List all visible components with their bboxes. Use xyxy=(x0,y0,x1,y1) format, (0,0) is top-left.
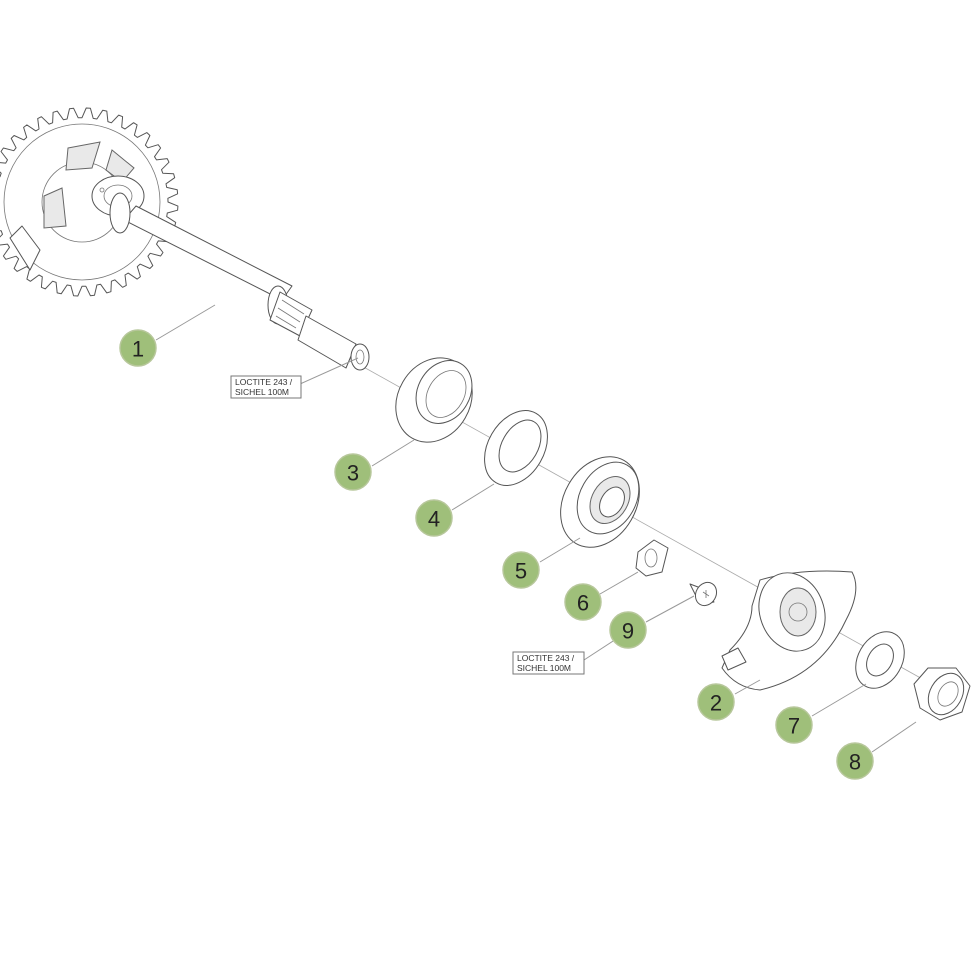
callout-5: 5 xyxy=(502,551,540,589)
gear-teeth-outline xyxy=(0,107,179,297)
callout-label: 9 xyxy=(622,619,634,644)
part-6-tab-washer xyxy=(635,539,669,577)
callout-4: 4 xyxy=(415,499,453,537)
callout-label: 3 xyxy=(347,461,359,486)
note-line1: LOCTITE 243 / xyxy=(517,653,575,663)
part-3-bushing xyxy=(395,357,473,443)
note-line2: SICHEL 100M xyxy=(517,663,571,673)
note-line2: SICHEL 100M xyxy=(235,387,289,397)
part-4-seal-ring xyxy=(484,410,548,486)
callout-label: 6 xyxy=(577,591,589,616)
callout-9: 9 xyxy=(609,611,647,649)
callout-bubble xyxy=(502,551,540,589)
callout-1: 1 xyxy=(119,329,157,367)
callout-3: 3 xyxy=(334,453,372,491)
callout-label: 7 xyxy=(788,714,800,739)
callout-bubble xyxy=(697,683,735,721)
gear xyxy=(0,107,179,297)
callout-bubble xyxy=(415,499,453,537)
callout-label: 2 xyxy=(710,691,722,716)
part-2-lever xyxy=(721,570,857,691)
loctite-note-shaft: LOCTITE 243 / SICHEL 100M xyxy=(230,375,302,399)
callout-7: 7 xyxy=(775,706,813,744)
callout-bubble xyxy=(775,706,813,744)
callout-label: 1 xyxy=(132,337,144,362)
loctite-note-screw: LOCTITE 243 / SICHEL 100M xyxy=(512,651,585,675)
note-line1: LOCTITE 243 / xyxy=(235,377,293,387)
callout-8: 8 xyxy=(836,742,874,780)
callout-6: 6 xyxy=(564,583,602,621)
part-1-gear-shaft xyxy=(0,107,370,371)
callout-label: 5 xyxy=(515,559,527,584)
callout-bubble xyxy=(334,453,372,491)
callout-label: 8 xyxy=(849,750,861,775)
part-7-washer xyxy=(855,631,905,689)
callout-label: 4 xyxy=(428,507,440,532)
callout-2: 2 xyxy=(697,683,735,721)
part-8-flange-nut xyxy=(913,667,971,721)
callout-bubble xyxy=(609,611,647,649)
callout-bubble xyxy=(564,583,602,621)
leader-lines xyxy=(155,304,917,753)
shaft xyxy=(109,192,370,371)
part-9-screw xyxy=(689,581,718,607)
callout-bubble xyxy=(119,329,157,367)
part-5-ball-bearing xyxy=(560,456,640,548)
callout-bubble xyxy=(836,742,874,780)
